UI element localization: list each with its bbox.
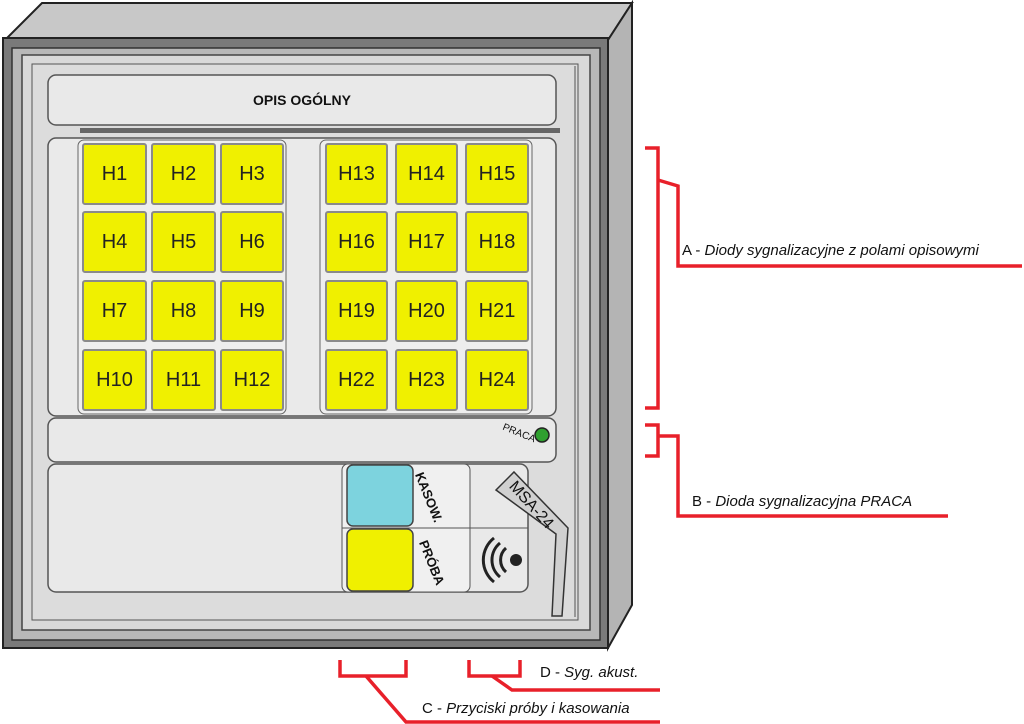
indicator-h22: H22: [325, 349, 388, 411]
callout-d-text: Syg. akust.: [564, 664, 639, 681]
buzzer-icon: [481, 536, 522, 584]
indicator-h20: H20: [395, 280, 458, 342]
callout-a-letter: A -: [682, 242, 701, 259]
title-strip: [47, 74, 557, 126]
indicator-h21: H21: [465, 280, 529, 342]
callout-c: C - Przyciski próby i kasowania: [422, 700, 630, 717]
indicator-h18: H18: [465, 211, 529, 273]
praca-led: [534, 427, 550, 443]
praca-strip: [47, 417, 557, 463]
indicator-h13: H13: [325, 143, 388, 205]
indicator-h17: H17: [395, 211, 458, 273]
indicator-h5: H5: [151, 211, 216, 273]
indicator-h8: H8: [151, 280, 216, 342]
indicator-h6: H6: [220, 211, 284, 273]
indicator-h14: H14: [395, 143, 458, 205]
callout-d: D - Syg. akust.: [540, 664, 638, 681]
indicator-h12: H12: [220, 349, 284, 411]
indicator-h23: H23: [395, 349, 458, 411]
callout-b-letter: B -: [692, 493, 712, 510]
panel-title: OPIS OGÓLNY: [252, 92, 351, 108]
callout-b: B - Dioda sygnalizacyjna PRACA: [692, 493, 912, 510]
indicator-h16: H16: [325, 211, 388, 273]
indicator-h15: H15: [465, 143, 529, 205]
housing-side-face: [607, 0, 633, 652]
callout-a: A - Diody sygnalizacyjne z polami opisow…: [682, 242, 979, 259]
housing-top-face: [2, 2, 634, 41]
left-tile-group: [77, 139, 287, 415]
right-tile-group: [319, 139, 533, 415]
callout-b-text: Dioda sygnalizacyjna PRACA: [715, 493, 913, 510]
test-button[interactable]: [346, 528, 414, 592]
indicator-h1: H1: [82, 143, 147, 205]
callout-c-text: Przyciski próby i kasowania: [446, 700, 630, 717]
title-strip-shadow: [80, 128, 560, 133]
reset-button[interactable]: [346, 464, 414, 527]
callout-c-letter: C -: [422, 700, 442, 717]
callout-d-letter: D -: [540, 664, 560, 681]
model-plate: [494, 470, 569, 617]
indicator-h7: H7: [82, 280, 147, 342]
callout-lines: [338, 146, 1022, 724]
indicator-h4: H4: [82, 211, 147, 273]
indicator-h2: H2: [151, 143, 216, 205]
indicator-h19: H19: [325, 280, 388, 342]
indicator-h24: H24: [465, 349, 529, 411]
indicator-h3: H3: [220, 143, 284, 205]
indicator-h9: H9: [220, 280, 284, 342]
indicator-h10: H10: [82, 349, 147, 411]
indicator-h11: H11: [151, 349, 216, 411]
callout-a-text: Diody sygnalizacyjne z polami opisowymi: [704, 242, 979, 259]
